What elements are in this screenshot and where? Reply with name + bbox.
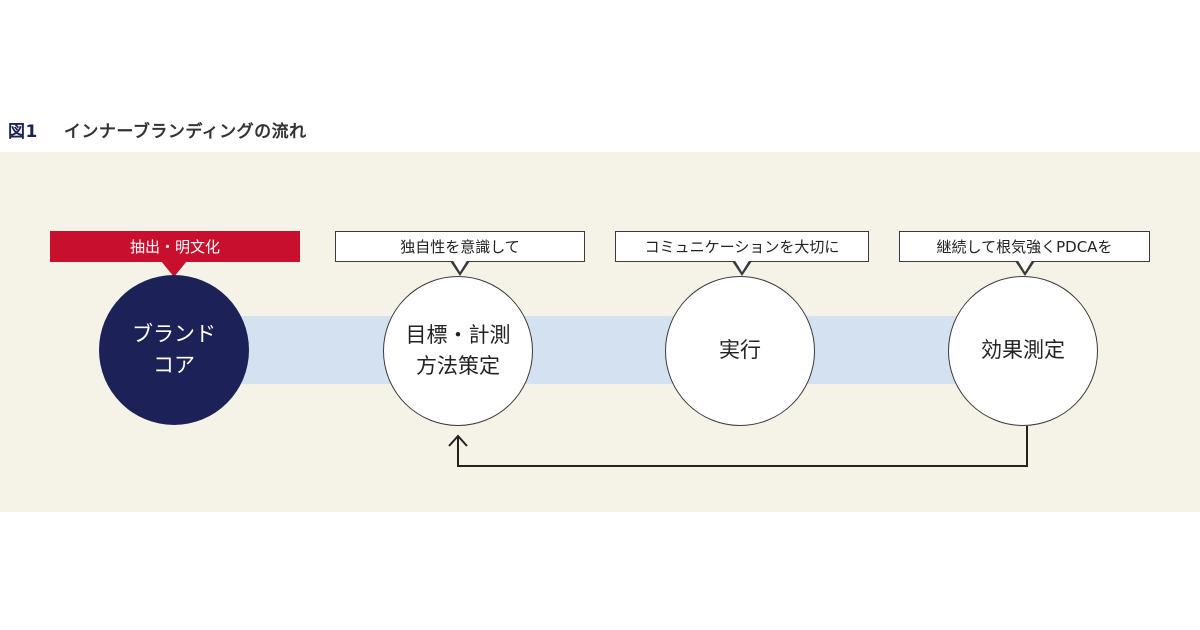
- step-node-execution: 実行: [665, 276, 815, 426]
- figure-title: インナーブランディングの流れ: [63, 122, 307, 142]
- core-label: 抽出・明文化: [50, 231, 300, 262]
- flow-band: [175, 316, 1055, 384]
- brand-core-line1: ブランド: [132, 321, 216, 346]
- step2-line1: 実行: [719, 338, 761, 363]
- brand-core-line2: コア: [153, 353, 195, 377]
- feedback-loop-line: [457, 426, 1028, 467]
- core-label-pointer: [161, 261, 187, 277]
- feedback-arrow-head: [448, 434, 468, 447]
- step3-line1: 効果測定: [981, 338, 1065, 363]
- figure-number: 図1: [8, 122, 38, 142]
- brand-core-node: ブランド コア: [99, 275, 249, 425]
- step1-line1: 目標・計測: [405, 322, 511, 347]
- callout-step3: 継続して根気強くPDCAを: [899, 231, 1150, 276]
- figure-caption: 図1 インナーブランディングの流れ: [8, 117, 307, 142]
- callout-step2: コミュニケーションを大切に: [615, 231, 869, 276]
- callout-step1: 独自性を意識して: [335, 231, 585, 276]
- step-node-planning: 目標・計測 方法策定: [383, 276, 533, 426]
- step1-line2: 方法策定: [416, 354, 500, 378]
- step-node-measurement: 効果測定: [948, 276, 1098, 426]
